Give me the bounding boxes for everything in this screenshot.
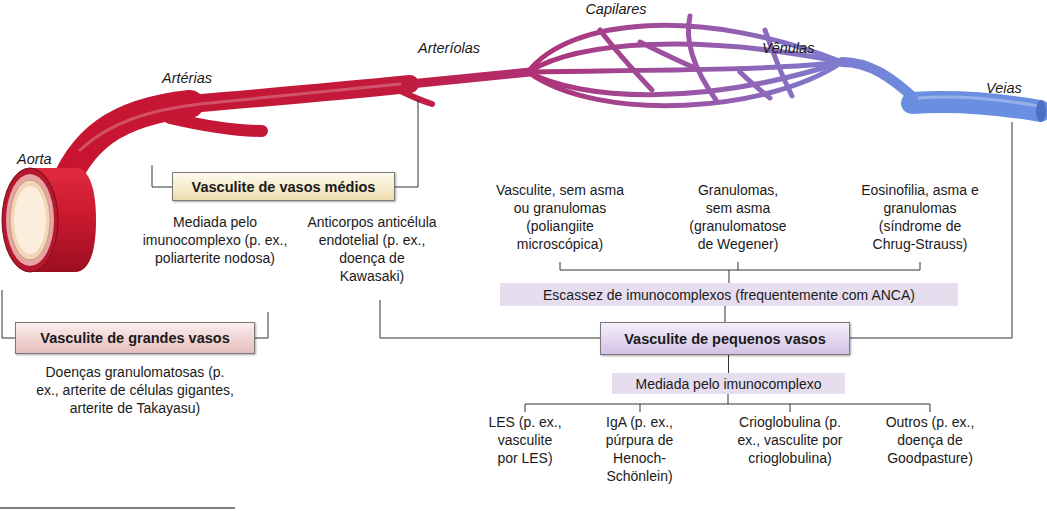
node-text: Vasculite de vasos médios	[192, 179, 376, 195]
venule-tube	[842, 62, 914, 98]
range-bracket	[2, 290, 15, 338]
group-bracket	[560, 262, 920, 283]
node-text: Mediada pelo imunocomplexo	[636, 376, 822, 392]
aorta-lumen	[14, 186, 46, 254]
capillary	[640, 42, 700, 70]
group-bracket	[525, 394, 930, 412]
vessel-label: Capilares	[576, 0, 656, 18]
aorta-media	[6, 174, 54, 266]
range-bracket	[255, 312, 268, 338]
capillary	[528, 62, 842, 95]
disease-note: IgA (p. ex., púrpura de Henoch-Schönlein…	[580, 413, 699, 485]
category-box: Vasculite de pequenos vasos	[600, 322, 850, 355]
node-text: Vasculite de pequenos vasos	[624, 331, 825, 347]
vein-end	[1036, 100, 1046, 122]
artery-branch	[170, 118, 262, 131]
category-box: Vasculite de grandes vasos	[15, 322, 255, 354]
disease-note: Vasculite, sem asma ou granulomas (polia…	[494, 181, 626, 253]
category-box: Vasculite de vasos médios	[172, 172, 395, 201]
vessel-label: Arteríolas	[418, 39, 498, 57]
group-band: Mediada pelo imunocomplexo	[612, 373, 845, 394]
arteriole-tube	[410, 72, 530, 84]
capillary	[528, 25, 842, 72]
aorta-intima	[10, 180, 50, 260]
vessel-label: Aorta	[17, 150, 77, 168]
disease-note: Doenças granulomatosas (p. ex., arterite…	[36, 363, 234, 417]
tube-highlight	[918, 97, 1038, 106]
tube-highlight	[80, 84, 400, 150]
capillary	[528, 62, 842, 106]
capillary	[740, 72, 770, 98]
disease-note: Outros (p. ex., doença de Goodpasture)	[880, 413, 980, 467]
vessel-label: Artérias	[162, 69, 232, 87]
footnote-rule	[0, 508, 235, 509]
connector-line	[728, 355, 729, 373]
group-band: Escassez de imunocomplexos (frequentemen…	[500, 283, 958, 306]
disease-note: Crioglobulina (p. ex., vasculite por cri…	[734, 413, 846, 467]
connector-line	[725, 306, 726, 322]
node-text: Escassez de imunocomplexos (frequentemen…	[543, 287, 915, 303]
disease-note: Mediada pelo imunocomplexo (p. ex., poli…	[136, 213, 294, 267]
capillary	[600, 30, 652, 90]
disease-note: Granulomas, sem asma (granulomatose de W…	[685, 181, 791, 253]
disease-note: Anticorpos anticélula endotelial (p. ex.…	[306, 213, 438, 285]
vessel-label: Veias	[986, 79, 1046, 97]
aorta-wall	[2, 168, 58, 272]
range-bracket	[152, 165, 172, 187]
range-bracket	[395, 100, 418, 187]
disease-note: Eosinofilia, asma e granulomas (síndrome…	[860, 181, 980, 253]
disease-note: LES (p. ex., vasculite por LES)	[486, 413, 564, 467]
capillary	[765, 30, 792, 96]
node-text: Vasculite de grandes vasos	[40, 330, 229, 346]
capillary	[688, 16, 716, 100]
vessel-label: Vênulas	[762, 39, 832, 57]
